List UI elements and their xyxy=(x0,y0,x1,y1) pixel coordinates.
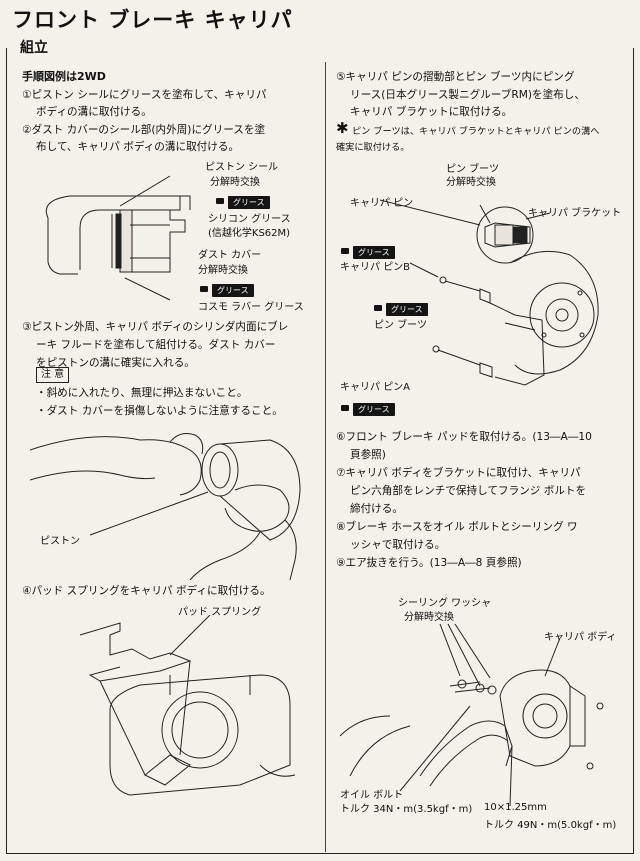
step7-line2: ピン六角部をレンチで保持してフランジ ボルトを xyxy=(350,485,587,497)
step2-line2: 布して、キャリパ ボディの溝に取付ける。 xyxy=(36,141,240,153)
step7-line3: 締付ける。 xyxy=(350,503,403,515)
step1-line1: ①ピストン シールにグリースを塗布して、キャリパ xyxy=(22,89,267,101)
step7-line1: ⑦キャリパ ボディをブラケットに取付け、キャリパ xyxy=(336,467,581,479)
pin-boot-replace-label: 分解時交換 xyxy=(446,177,496,188)
step6-line1: ⑥フロント ブレーキ パッドを取付ける。(13―A―10 xyxy=(336,431,592,443)
section-title: 組立 xyxy=(14,37,54,57)
flange-bolt-torque-label: トルク 49N・m(5.0kgf・m) xyxy=(484,820,617,831)
pin-boot-top-label: ピン ブーツ xyxy=(446,164,499,175)
caliper-pin-figure xyxy=(379,199,599,386)
step8-line2: ッシャで取付ける。 xyxy=(350,539,446,551)
step2-line1: ②ダスト カバーのシール部(内外周)にグリースを塗 xyxy=(22,124,266,136)
dust-cover-label: ダスト カバー xyxy=(198,250,262,261)
step1-line2: ボディの溝に取付ける。 xyxy=(36,106,152,118)
piston-seal-replace-label: 分解時交換 xyxy=(210,177,260,188)
caliper-body-label: キャリパ ボディ xyxy=(544,632,617,643)
step8-line1: ⑧ブレーキ ホースをオイル ボルトとシーリング ワ xyxy=(336,521,578,533)
caution-line2: ・ダスト カバーを損傷しないように注意すること。 xyxy=(36,405,283,417)
procedure-heading: 手順図例は2WD xyxy=(22,70,106,83)
grease-badge-silicone: グリース xyxy=(216,196,270,209)
column-divider xyxy=(325,62,326,852)
star-note-line2: 確実に取付ける。 xyxy=(336,142,410,153)
grease-badge-cosmo: グリース xyxy=(200,284,254,297)
step6-line2: 頁参照) xyxy=(350,449,386,461)
step9-text: ⑨エア抜きを行う。(13―A―8 頁参照) xyxy=(336,557,522,569)
caliper-pin-a-label: キャリパ ピンA xyxy=(340,382,411,393)
step5-line2: リース(日本グリース製ニグルーブRM)を塗布し、 xyxy=(350,89,585,101)
grease-badge-pin-b: グリース xyxy=(341,246,395,259)
pad-spring-figure xyxy=(79,615,296,796)
shinetsu-label: (信越化学KS62M) xyxy=(208,228,291,239)
caliper-body-figure xyxy=(339,623,604,806)
pad-spring-label: パッド スプリング xyxy=(178,607,262,618)
silicone-grease-label: シリコン グリース xyxy=(208,214,291,225)
star-icon: ✱ xyxy=(336,119,349,137)
caliper-pin-label: キャリパ ピン xyxy=(350,198,414,209)
piston-install-figure xyxy=(30,433,301,580)
sealing-washer-replace-label: 分解時交換 xyxy=(404,612,454,623)
star-note-line1: ピン ブーツは、キャリパ ブラケットとキャリパ ピンの溝へ xyxy=(352,126,600,137)
grease-badge-pin-a: グリース xyxy=(341,403,395,416)
pin-boot-label: ピン ブーツ xyxy=(374,320,427,331)
piston-label: ピストン xyxy=(40,536,80,547)
step4-text: ④パッド スプリングをキャリパ ボディに取付ける。 xyxy=(22,585,271,597)
caliper-pin-b-label: キャリパ ピンB xyxy=(340,262,411,273)
step3-line3: をピストンの溝に確実に入れる。 xyxy=(36,357,195,369)
step5-line3: キャリパ ブラケットに取付ける。 xyxy=(350,106,513,118)
caution-line1: ・斜めに入れたり、無理に押込まないこと。 xyxy=(36,387,248,399)
step3-line2: ーキ フルードを塗布して組付ける。ダスト カバー xyxy=(36,339,276,351)
step5-line1: ⑤キャリパ ピンの摺動部とピン ブーツ内にピング xyxy=(336,71,575,83)
piston-seal-label: ピストン シール xyxy=(205,162,279,173)
caliper-bracket-label: キャリパ ブラケット xyxy=(528,208,622,219)
oil-bolt-torque-label: トルク 34N・m(3.5kgf・m) xyxy=(340,804,473,815)
oil-bolt-label: オイル ボルト xyxy=(340,790,404,801)
caliper-cross-section-figure xyxy=(45,175,191,301)
page-title: フロント ブレーキ キャリパ xyxy=(12,8,293,32)
caution-box: 注 意 xyxy=(36,367,70,383)
bolt-size-label: 10×1.25mm xyxy=(484,802,547,813)
cosmo-grease-label: コスモ ラバー グリース xyxy=(198,302,304,313)
sealing-washer-label: シーリング ワッシャ xyxy=(398,598,492,609)
step3-line1: ③ピストン外周、キャリパ ボディのシリンダ内面にブレ xyxy=(22,321,289,333)
grease-badge-pin-boot: グリース xyxy=(374,303,428,316)
section-frame xyxy=(6,48,634,854)
dust-cover-replace-label: 分解時交換 xyxy=(198,265,248,276)
